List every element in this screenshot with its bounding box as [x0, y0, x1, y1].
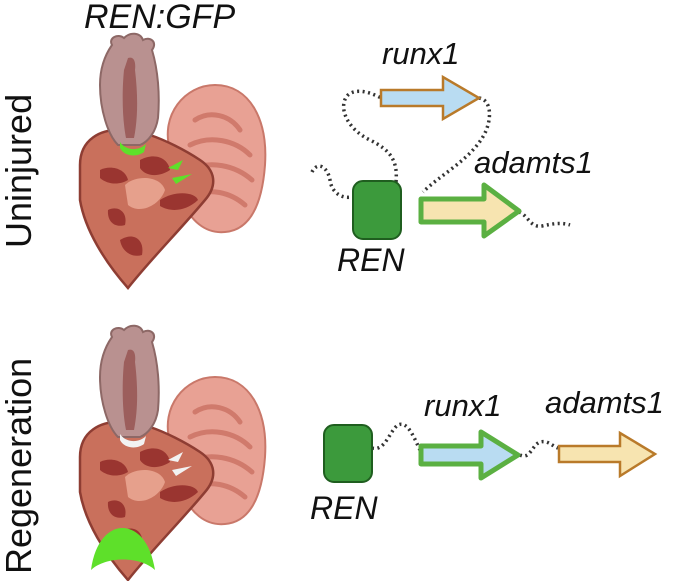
enhancer-box-ren — [323, 424, 373, 483]
gene-arrow-runx1 — [379, 74, 482, 122]
heart-illustration-uninjured — [80, 34, 265, 288]
gfp-signal-valve — [172, 174, 192, 184]
gfp-signal-injury-site — [91, 528, 155, 570]
gene-label-runx1: runx1 — [382, 36, 460, 71]
gene-arrow-adamts1 — [418, 182, 522, 239]
reporter-label: REN:GFP — [84, 0, 236, 36]
heart-illustration-regeneration — [80, 326, 265, 580]
gene-arrow-runx1 — [418, 429, 521, 481]
enhancer-label-ren: REN — [337, 242, 405, 278]
chromatin-diagram-regeneration — [323, 422, 658, 483]
gene-label-adamts1: adamts1 — [545, 385, 664, 420]
chromatin-diagram-uninjured — [310, 74, 571, 240]
gfp-signal-valve — [168, 160, 183, 170]
enhancer-box-ren — [352, 180, 402, 240]
gene-label-adamts1: adamts1 — [474, 145, 593, 180]
enhancer-label-ren: REN — [310, 490, 378, 526]
gene-arrow-adamts1 — [557, 430, 658, 479]
gfp-signal-valve — [120, 142, 146, 156]
gene-label-runx1: runx1 — [424, 388, 502, 423]
